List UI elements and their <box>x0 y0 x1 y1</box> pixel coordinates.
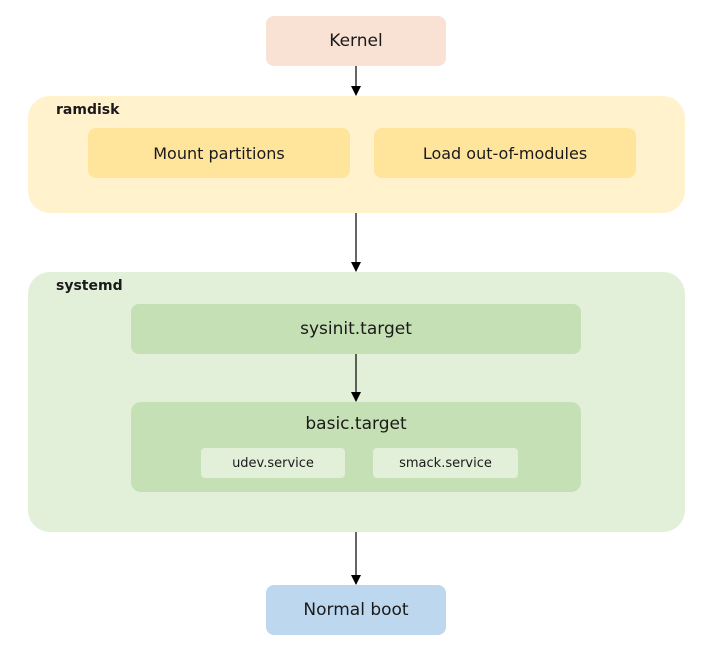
udev-service-label: udev.service <box>232 455 314 471</box>
kernel-node: Kernel <box>266 16 446 66</box>
sysinit-target-label: sysinit.target <box>300 319 412 339</box>
mount-partitions-label: Mount partitions <box>153 143 285 163</box>
sysinit-target-node: sysinit.target <box>131 304 581 354</box>
udev-service-node: udev.service <box>201 448 345 478</box>
normal-boot-node: Normal boot <box>266 585 446 635</box>
smack-service-node: smack.service <box>373 448 518 478</box>
basic-target-label: basic.target <box>305 414 407 434</box>
kernel-label: Kernel <box>329 31 383 51</box>
mount-partitions-node: Mount partitions <box>88 128 350 178</box>
smack-service-label: smack.service <box>399 455 492 471</box>
load-modules-label: Load out-of-modules <box>422 143 588 163</box>
normal-boot-label: Normal boot <box>303 600 409 620</box>
load-modules-node: Load out-of-modules <box>374 128 636 178</box>
ramdisk-group-label: ramdisk <box>56 102 120 118</box>
systemd-group-label: systemd <box>56 278 123 294</box>
